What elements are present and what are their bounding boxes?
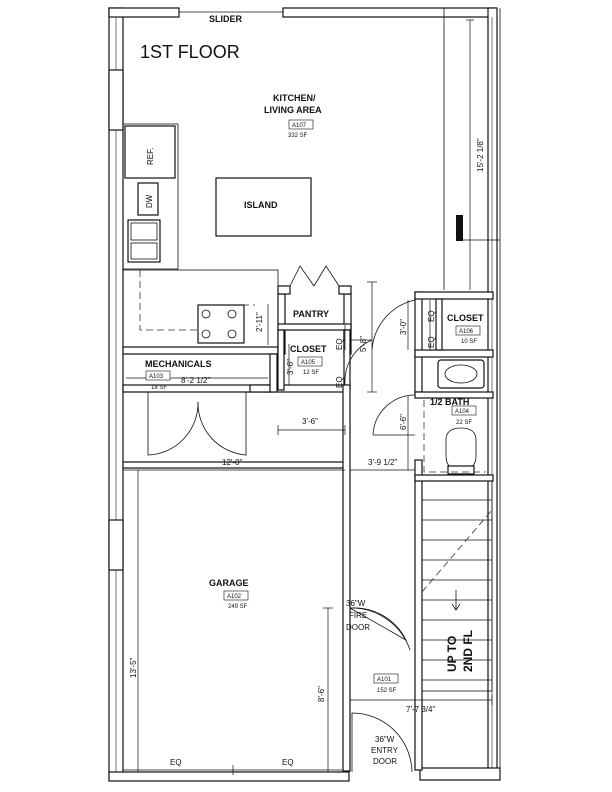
dim-6-6: 6'-6" xyxy=(399,414,408,430)
entry-door-1: 36"W xyxy=(375,735,395,744)
kitchen-name-2: LIVING AREA xyxy=(264,105,322,115)
dim-3-0: 3'-0" xyxy=(399,319,408,335)
dishwasher xyxy=(137,182,159,216)
bath-name: 1/2 BATH xyxy=(430,397,469,407)
dim-eq-pantry-1: EQ xyxy=(335,338,344,350)
dim-8-6: 8'-6" xyxy=(317,686,326,702)
garage-area: 249 SF xyxy=(228,604,248,610)
dim-eq-bottom-2: EQ xyxy=(282,758,294,767)
lavatory xyxy=(437,359,485,389)
refrigerator xyxy=(124,125,176,179)
bath-area: 22 SF xyxy=(456,420,472,426)
top-label: SLIDER xyxy=(209,14,243,24)
dim-12-0: 12'-0" xyxy=(222,458,243,467)
kitchen-sink xyxy=(127,219,161,263)
labels: SLIDER 1ST FLOOR KITCHEN/ LIVING AREA A1… xyxy=(129,14,485,767)
closet-a105-area: 12 SF xyxy=(303,370,319,376)
stair xyxy=(421,480,493,692)
bath-code: A104 xyxy=(455,409,470,415)
cooktop xyxy=(197,304,245,344)
kitchen-name-1: KITCHEN/ xyxy=(273,93,316,103)
bath-fixtures xyxy=(423,359,486,475)
closet-a105-name: CLOSET xyxy=(290,344,327,354)
dim-13-5: 13'-5" xyxy=(129,657,138,678)
interior-walls xyxy=(122,285,494,772)
entry-door-3: DOOR xyxy=(373,757,397,766)
dim-eq-closet-1: EQ xyxy=(427,310,436,322)
dim-3-6-closet: 3'-6" xyxy=(286,359,295,375)
dim-3-6-horizontal: 3'-6" xyxy=(302,417,318,426)
dim-8-2: 8'-2 1/2" xyxy=(181,376,210,385)
kitchen-area: 332 SF xyxy=(288,133,308,139)
fire-door-3: DOOR xyxy=(346,623,370,632)
dim-eq-bottom-1: EQ xyxy=(170,758,182,767)
stair-code: A101 xyxy=(377,677,392,683)
dim-7-7: 7'-7 3/4" xyxy=(406,705,435,714)
dim-eq-pantry-2: EQ xyxy=(335,376,344,388)
page-title: 1ST FLOOR xyxy=(140,42,240,62)
entry-door-2: ENTRY xyxy=(371,746,399,755)
toilet xyxy=(445,427,477,471)
dim-15-2: 15'-2 1/8" xyxy=(476,138,485,172)
fire-door-1: 36"W xyxy=(346,599,366,608)
dim-5-8: 5'-8" xyxy=(359,336,368,352)
room-tags xyxy=(145,119,481,684)
dim-eq-closet-2: EQ xyxy=(427,336,436,348)
dim-2-11: 2'-11" xyxy=(255,312,264,332)
mech-area: 18 SF xyxy=(151,385,167,391)
ref-label: REF. xyxy=(146,148,155,165)
closet-a105-code: A105 xyxy=(301,360,316,366)
closet-a106-name: CLOSET xyxy=(447,313,484,323)
kitchen-fixtures xyxy=(122,123,312,348)
fire-door-2: FIRE xyxy=(349,611,367,620)
mech-name: MECHANICALS xyxy=(145,359,212,369)
pantry-label: PANTRY xyxy=(293,309,329,319)
dw-label: DW xyxy=(145,194,154,208)
kitchen-code: A107 xyxy=(292,123,307,129)
dim-3-9: 3'-9 1/2" xyxy=(368,458,397,467)
stair-name-1: UP TO xyxy=(445,636,459,672)
stair-area: 152 SF xyxy=(377,688,397,694)
island xyxy=(215,177,312,237)
mech-code: A103 xyxy=(149,374,164,380)
island-label: ISLAND xyxy=(244,200,278,210)
closet-a106-code: A106 xyxy=(459,329,474,335)
doors xyxy=(147,265,416,773)
garage-code: A102 xyxy=(227,594,242,600)
garage-name: GARAGE xyxy=(209,578,249,588)
dimension-lines xyxy=(122,19,500,775)
closet-a106-area: 10 SF xyxy=(461,339,477,345)
stair-name-2: 2ND FL xyxy=(461,630,475,672)
